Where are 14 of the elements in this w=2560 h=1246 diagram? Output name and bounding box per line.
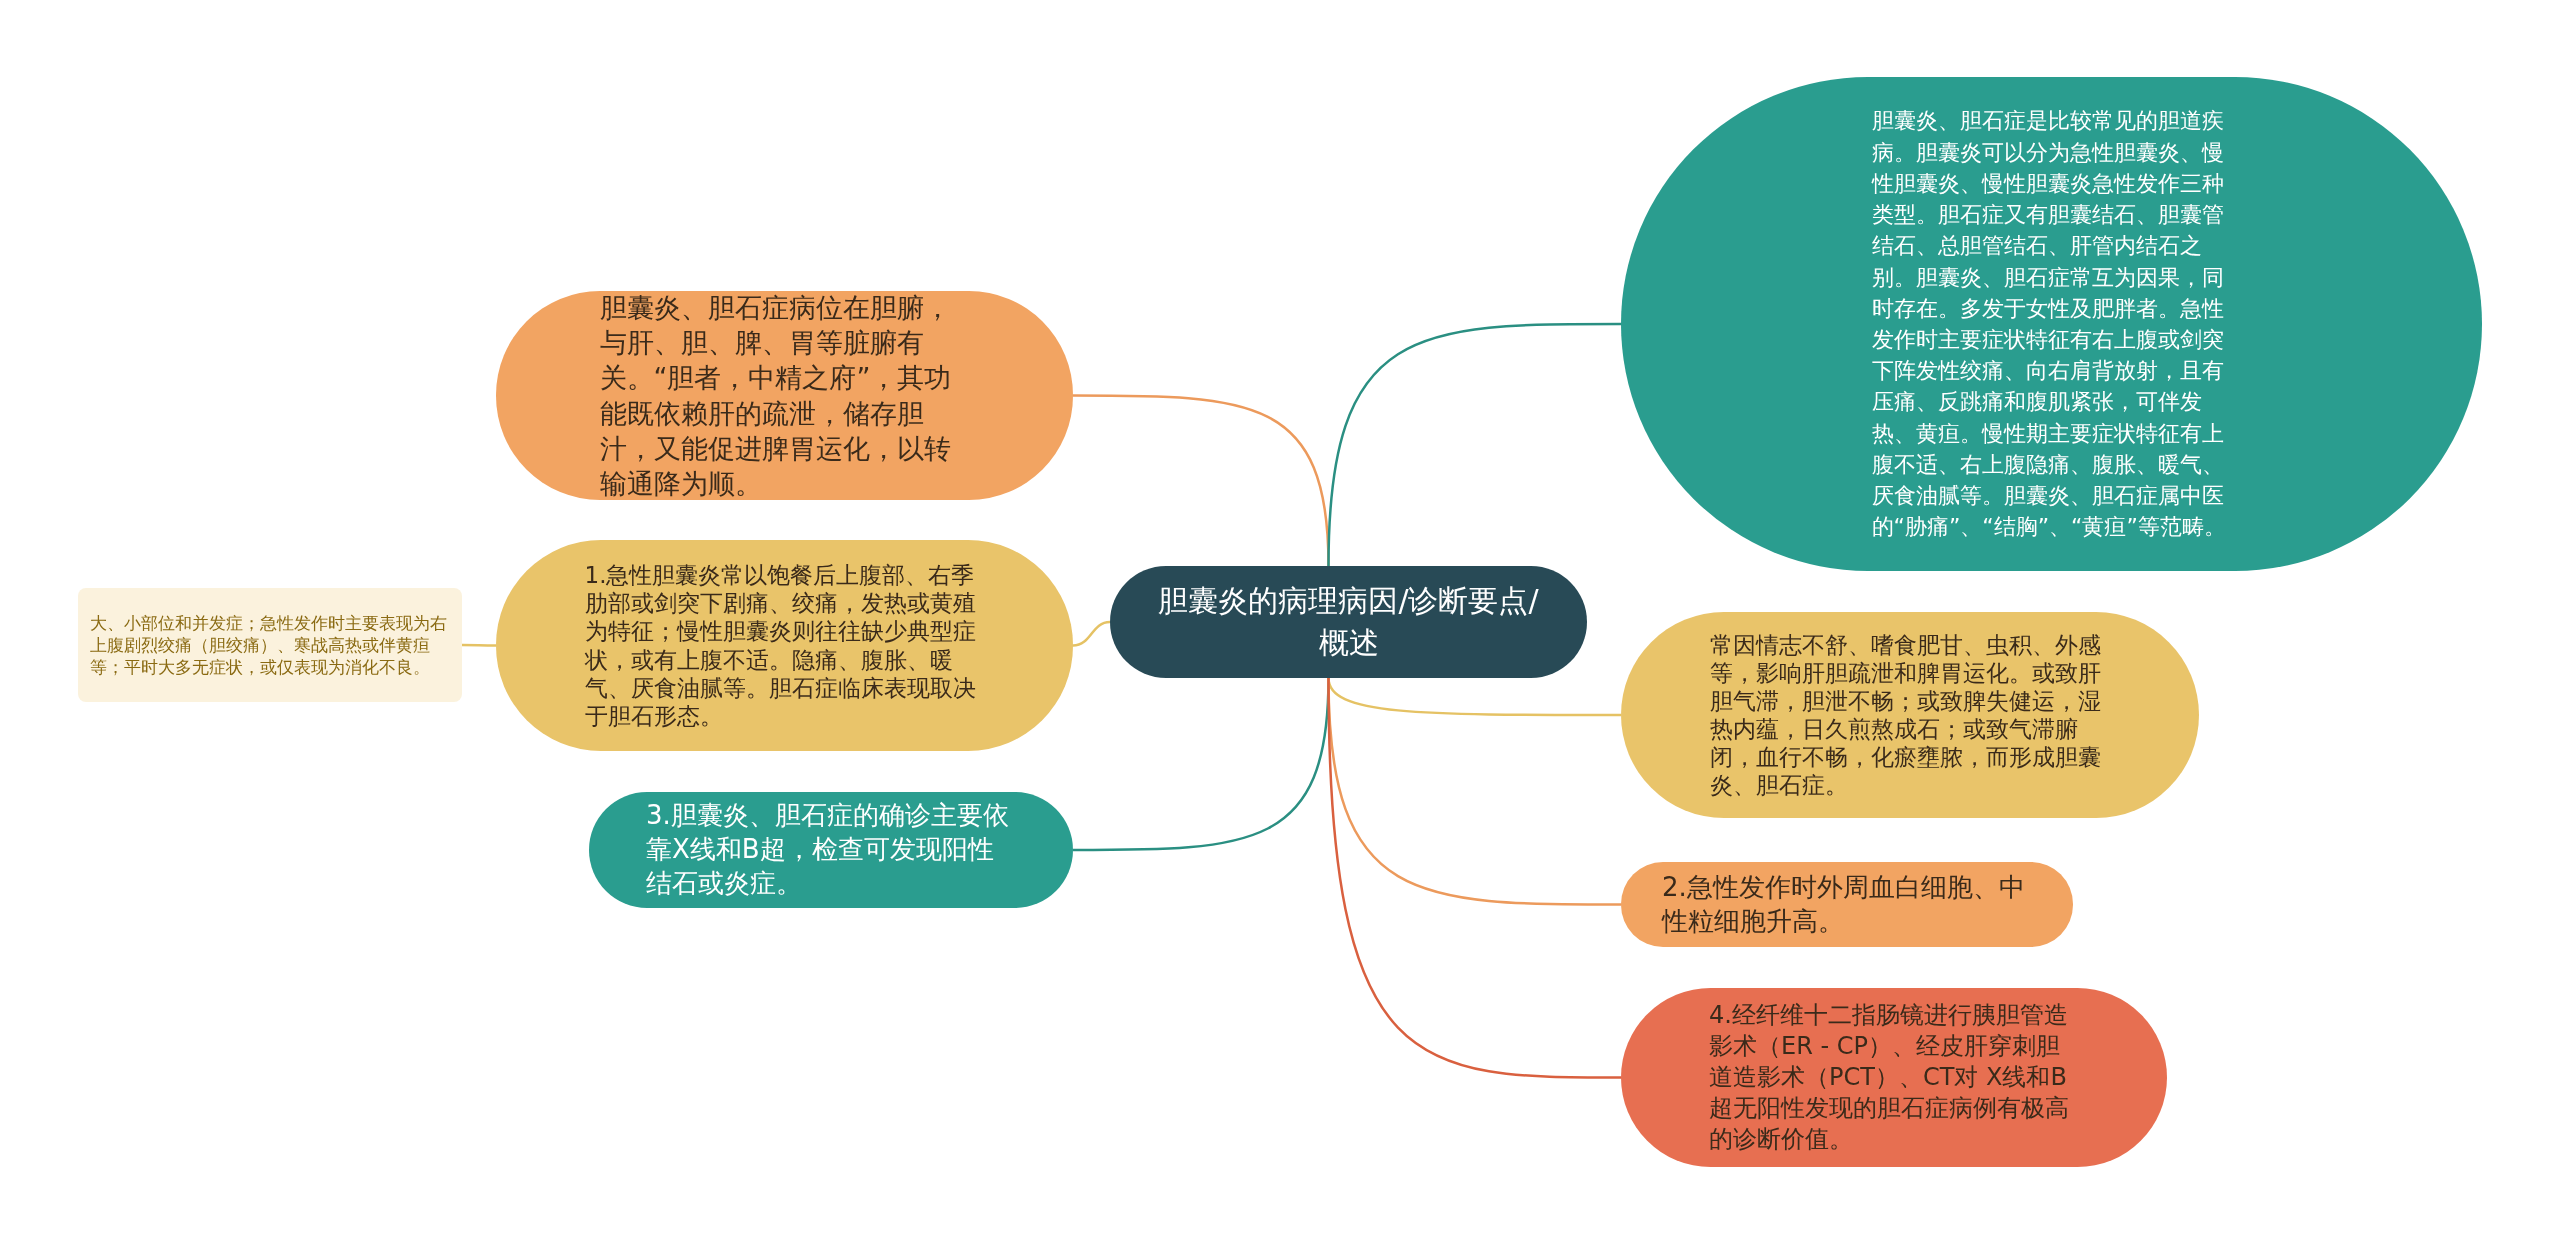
topic-title: 胆囊炎的病理病因/诊断要点/概述 (1157, 582, 1540, 662)
topic-text: 1.急性胆囊炎常以饱餐后上腹部、右季肋部或剑突下剧痛、绞痛，发热或黄殖为特征；慢性胆囊炎则往往缺少典型症状，或有上腹不适。隐痛、腹胀、暖气、厌食油腻等。胆石症临床表现取决于胆石形态。 (584, 561, 977, 730)
note-box (78, 588, 462, 702)
topic-text: 胆囊炎、胆石症病位在胆腑，与肝、胆、脾、胃等脏腑有关。“胆者，中精之府”，其功能既依赖肝的疏泄，储存胆汁，又能促进脾胃运化，以转输通降为顺。 (599, 291, 953, 501)
connector-line (1327, 677, 1621, 1079)
topic-text: 胆囊炎、胆石症是比较常见的胆道疾病。胆囊炎可以分为急性胆囊炎、慢性胆囊炎、慢性胆囊炎急性发作三种类型。胆石症又有胆囊结石、胆囊管结石、总胆管结石、肝管内结石之别。胆囊炎、胆石症常互为因果，同时存在。多发于女性及肥胖者。急性发作时主要症状特征有右上腹或剑突下阵发性绞痛、向右肩背放射，且有压痛、反跳痛和腹肌紧张，可伴发热、黄疸。慢性期主要症状特征有上腹不适、右上腹隐痛、腹胀、暖气、厌食油腻等。胆囊炎、胆石症属中医的“胁痛”、“结胸”、“黄疸”等范畴。 (1871, 107, 2227, 542)
topic-text: 大、小部位和并发症；急性发作时主要表现为右上腹剧烈绞痛（胆绞痛）、寒战高热或伴黄疸等；平时大多无症状，或仅表现为消化不良。 (90, 611, 448, 679)
topic-text: 常因情志不舒、嗜食肥甘、虫积、外感等，影响肝胆疏泄和脾胃运化。或致肝胆气滞，胆泄不畅；或致脾失健运，湿热内蕴，日久煎熬成石；或致气滞腑闭，血行不畅，化瘀壅脓，而形成胆囊炎、胆石症。 (1710, 630, 2102, 800)
topic-text: 4.经纤维十二指肠镜进行胰胆管造影术（ER - CP）、经皮肝穿刺胆道造影术（PCT）、CT对 X线和B超无阳性发现的胆石症病例有极高的诊断价值。 (1709, 999, 2070, 1156)
connector-line (462, 643, 496, 647)
topic-text: 3.胆囊炎、胆石症的确诊主要依靠X线和B超，检查可发现阳性结石或炎症。 (646, 799, 1010, 900)
topic-text: 2.急性发作时外周血白细胞、中性粒细胞升高。 (1662, 870, 2026, 938)
connector-line (1327, 322, 1621, 567)
connector-line (1072, 620, 1111, 647)
